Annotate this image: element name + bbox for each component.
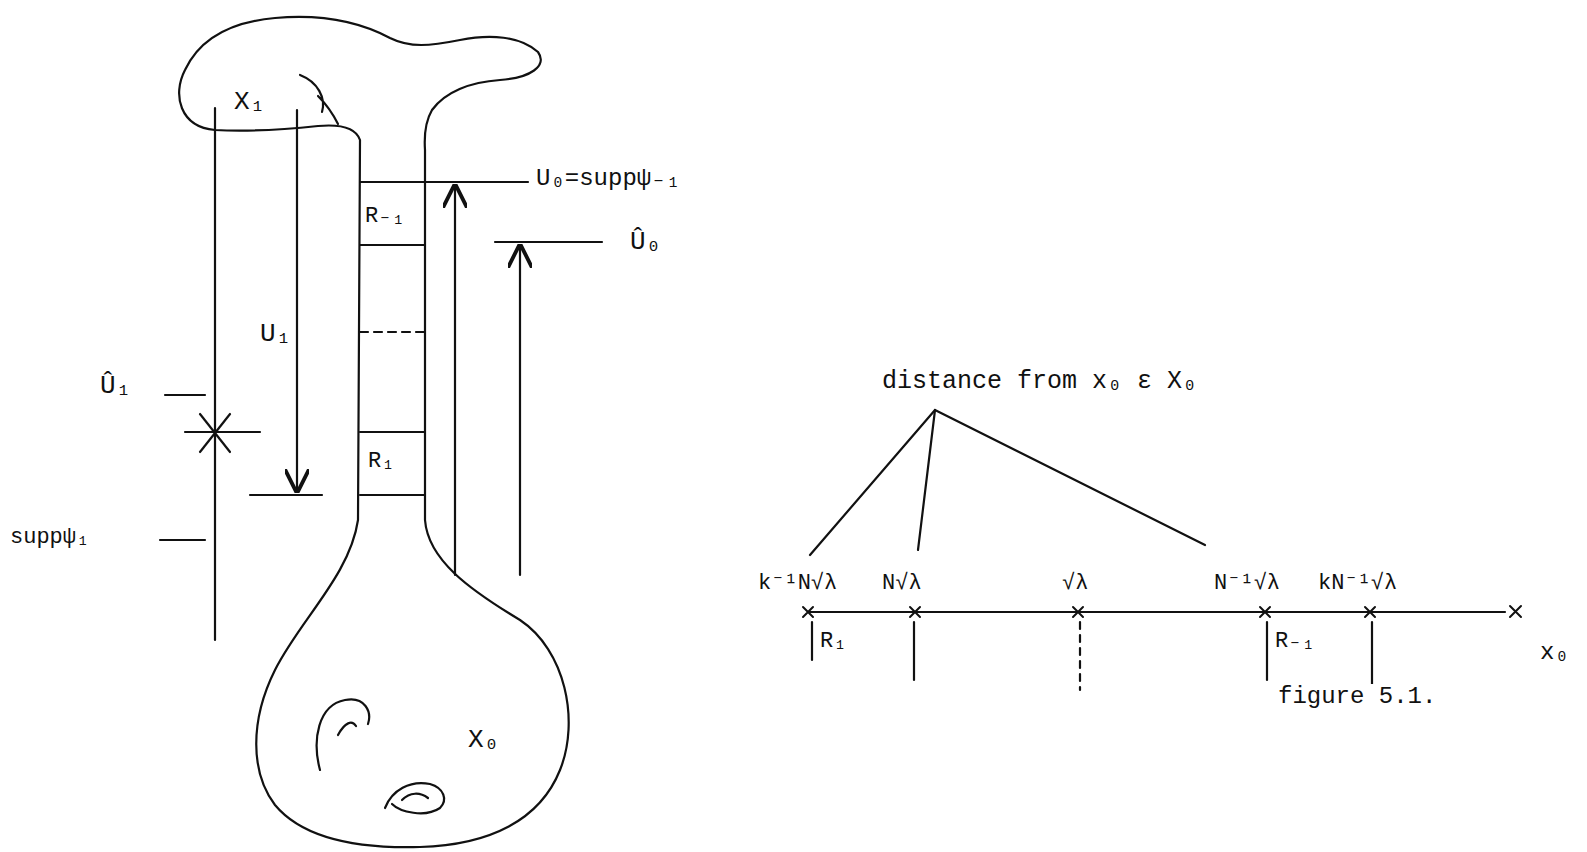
set-label: U₀=suppψ₋₁ <box>534 166 682 192</box>
surface-outline <box>179 17 569 847</box>
tick-label: k⁻¹N√λ <box>756 572 839 596</box>
tick-label: kN⁻¹√λ <box>1316 572 1399 596</box>
band-label: R₋₁ <box>363 205 407 229</box>
point-label: x₀ <box>1538 640 1571 666</box>
band-label: R₁ <box>818 630 848 654</box>
tick-label: N⁻¹√λ <box>1212 572 1282 596</box>
set-label: Û₀ <box>628 228 663 257</box>
set-label: suppψ₁ <box>8 526 91 550</box>
band-label: R₋₁ <box>1273 630 1317 654</box>
set-label: Û₁ <box>98 372 133 401</box>
band-label: R₁ <box>366 450 396 474</box>
set-label: U₁ <box>258 320 293 349</box>
figure-caption: figure 5.1. <box>1276 684 1438 710</box>
region-label: X₁ <box>232 88 267 117</box>
region-label: X₀ <box>466 726 501 755</box>
axis-title: distance from x₀ ε X₀ <box>880 368 1199 396</box>
tick-label: N√λ <box>880 572 924 596</box>
tick-label: √λ <box>1060 572 1090 596</box>
